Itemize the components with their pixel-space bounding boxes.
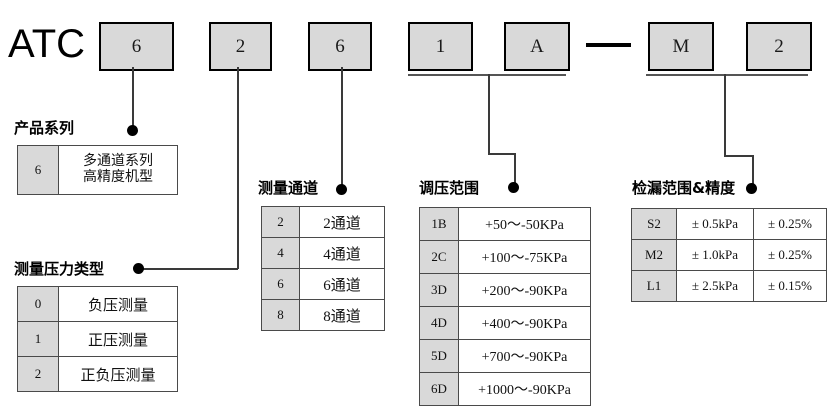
cell-code: 4D (419, 306, 459, 340)
cell-description: 正压测量 (58, 321, 178, 357)
table-row[interactable]: 8 8通道 (261, 299, 385, 331)
cell-description: 8通道 (299, 299, 385, 331)
cell-code: 1B (419, 207, 459, 241)
cell-code: 2 (261, 206, 300, 238)
code-box-value: M (672, 35, 690, 57)
code-box-leak-digit[interactable]: 2 (746, 22, 812, 71)
cell-description: 多通道系列 高精度机型 (58, 145, 178, 195)
table-row[interactable]: 6 6通道 (261, 268, 385, 300)
connector-dot-range (508, 182, 519, 193)
table-row[interactable]: 4 4通道 (261, 237, 385, 269)
cell-description: 6通道 (299, 268, 385, 300)
cell-description: +50～-50KPa (458, 207, 591, 241)
table-row[interactable]: S2 ± 0.5kPa ± 0.25% (631, 208, 827, 240)
heading-pressure-type: 测量压力类型 (14, 260, 105, 278)
heading-leak-detection: 检漏范围&精度 (632, 179, 736, 197)
cell-accuracy: ± 0.25% (753, 239, 827, 271)
cell-code: 2C (419, 240, 459, 274)
connector-leak-h (724, 155, 754, 157)
cell-description: +1000～-90KPa (458, 372, 591, 406)
code-box-range-letter[interactable]: A (504, 22, 570, 71)
code-box-value: 6 (131, 35, 142, 57)
cell-description: 4通道 (299, 237, 385, 269)
heading-pressure-range: 调压范围 (419, 179, 480, 197)
connector-leak-v1 (724, 74, 726, 156)
cell-code: 5D (419, 339, 459, 373)
table-row[interactable]: L1 ± 2.5kPa ± 0.15% (631, 270, 827, 302)
connector-range-h (488, 153, 516, 155)
table-row[interactable]: 4D +400～-90KPa (419, 306, 591, 340)
code-box-product-series[interactable]: 6 (99, 22, 174, 71)
table-leak-detection: S2 ± 0.5kPa ± 0.25% M2 ± 1.0kPa ± 0.25% … (631, 208, 827, 302)
cell-code: M2 (631, 239, 677, 271)
table-row[interactable]: 6 多通道系列 高精度机型 (17, 145, 178, 195)
cell-description: 正负压测量 (58, 356, 178, 392)
cell-description: 2通道 (299, 206, 385, 238)
connector-dot-leak (746, 183, 757, 194)
cell-code: S2 (631, 208, 677, 240)
desc-line-2: 高精度机型 (83, 170, 153, 185)
cell-description: +100～-75KPa (458, 240, 591, 274)
connector-dot-pressure-type (133, 263, 144, 274)
table-row[interactable]: 5D +700～-90KPa (419, 339, 591, 373)
connector-product-series (132, 67, 134, 129)
connector-range-bracket (408, 74, 566, 76)
table-channels: 2 2通道 4 4通道 6 6通道 8 8通道 (261, 206, 385, 331)
cell-description: +700～-90KPa (458, 339, 591, 373)
code-box-value: 1 (435, 35, 446, 57)
cell-code: 4 (261, 237, 300, 269)
connector-leak-bracket (646, 74, 808, 76)
connector-range-v1 (488, 74, 490, 154)
cell-code: 8 (261, 299, 300, 331)
cell-description: 负压测量 (58, 286, 178, 322)
connector-range-v2 (514, 153, 516, 187)
code-box-value: 6 (335, 35, 345, 57)
cell-description: +400～-90KPa (458, 306, 591, 340)
brand-logo: ATC (8, 22, 86, 66)
connector-leak-v2 (752, 155, 754, 188)
cell-range: ± 2.5kPa (676, 270, 754, 302)
heading-channels: 测量通道 (258, 179, 319, 197)
code-box-value: 2 (774, 35, 784, 57)
table-pressure-type: 0 负压测量 1 正压测量 2 正负压测量 (17, 286, 178, 392)
table-pressure-range: 1B +50～-50KPa 2C +100～-75KPa 3D +200～-90… (419, 207, 591, 406)
cell-code: 3D (419, 273, 459, 307)
connector-pressure-type-v (237, 67, 239, 269)
table-row[interactable]: 1B +50～-50KPa (419, 207, 591, 241)
cell-code: 1 (17, 321, 59, 357)
cell-range: ± 1.0kPa (676, 239, 754, 271)
cell-accuracy: ± 0.15% (753, 270, 827, 302)
separator-dash (586, 43, 631, 47)
heading-product-series: 产品系列 (14, 119, 75, 137)
code-box-channel-count[interactable]: 6 (308, 22, 372, 71)
table-row[interactable]: 2C +100～-75KPa (419, 240, 591, 274)
code-box-pressure-type[interactable]: 2 (209, 22, 272, 71)
table-row[interactable]: 1 正压测量 (17, 321, 178, 357)
desc-line-1: 多通道系列 (83, 154, 153, 170)
cell-range: ± 0.5kPa (676, 208, 754, 240)
cell-accuracy: ± 0.25% (753, 208, 827, 240)
table-row[interactable]: M2 ± 1.0kPa ± 0.25% (631, 239, 827, 271)
table-row[interactable]: 0 负压测量 (17, 286, 178, 322)
connector-dot-channels (336, 184, 347, 195)
table-row[interactable]: 2 2通道 (261, 206, 385, 238)
cell-code: 2 (17, 356, 59, 392)
code-box-value: 2 (235, 35, 246, 57)
connector-dot-product-series (127, 125, 138, 136)
table-row[interactable]: 6D +1000～-90KPa (419, 372, 591, 406)
cell-code: L1 (631, 270, 677, 302)
cell-description: +200～-90KPa (458, 273, 591, 307)
connector-pressure-type-h (141, 268, 238, 270)
connector-channels (341, 67, 343, 189)
code-box-leak-letter[interactable]: M (648, 22, 714, 71)
code-box-range-digit[interactable]: 1 (408, 22, 473, 71)
cell-code: 6D (419, 372, 459, 406)
code-box-value: A (530, 35, 544, 57)
table-row[interactable]: 2 正负压测量 (17, 356, 178, 392)
table-row[interactable]: 3D +200～-90KPa (419, 273, 591, 307)
table-product-series: 6 多通道系列 高精度机型 (17, 145, 178, 195)
cell-code: 6 (17, 145, 59, 195)
cell-code: 6 (261, 268, 300, 300)
cell-code: 0 (17, 286, 59, 322)
